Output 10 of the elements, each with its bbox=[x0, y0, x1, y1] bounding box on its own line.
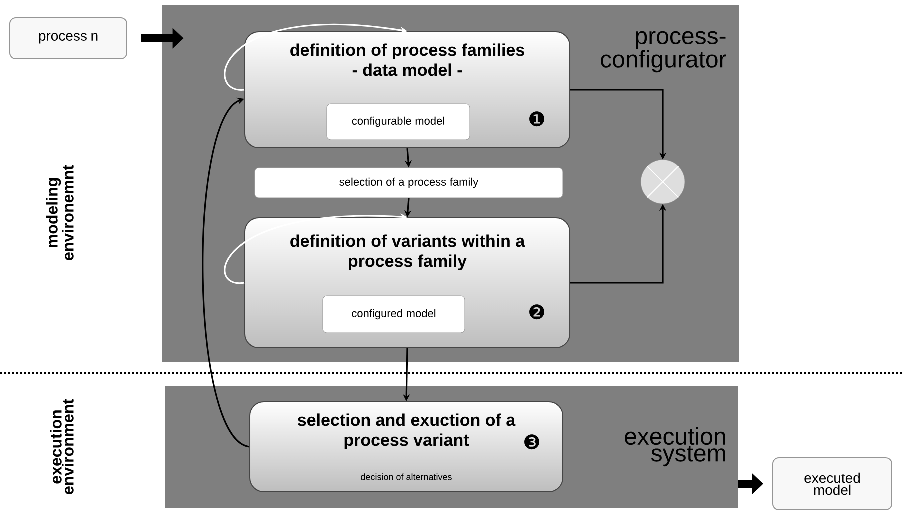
process-box: executed model bbox=[772, 458, 892, 510]
process-box: process n bbox=[10, 18, 128, 60]
model-box: configurable model bbox=[326, 104, 470, 140]
model-box: configured model bbox=[322, 296, 466, 334]
gateway-circle bbox=[640, 160, 686, 204]
side-label: modeling environemnt bbox=[46, 165, 74, 260]
process-box: selection and exuction of a process variant decision of alternatives ❸ bbox=[250, 402, 564, 492]
arrow bbox=[202, 98, 250, 448]
model-box: selection of a process family bbox=[254, 168, 564, 198]
side-label: execution environment bbox=[50, 399, 74, 494]
